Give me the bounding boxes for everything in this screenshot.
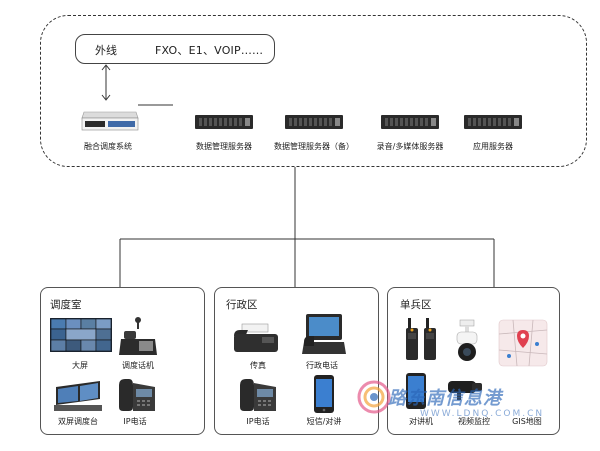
gis-map-icon xyxy=(498,319,548,370)
bullet-camera-icon xyxy=(442,378,484,406)
dual-screen-console-icon xyxy=(54,377,102,417)
data-server-icon xyxy=(195,113,255,137)
walkie-talkie-icon xyxy=(404,318,440,366)
device-label-ip-phone-admin: IP电话 xyxy=(246,417,270,426)
server-label-application: 应用服务器 xyxy=(473,142,513,151)
ip-phone-icon xyxy=(115,377,157,417)
panel-field-unit xyxy=(387,287,560,435)
device-label-walkie-talkie: 对讲机 xyxy=(409,417,433,426)
device-label-ip-phone-dispatch: IP电话 xyxy=(123,417,147,426)
application-server-icon xyxy=(464,113,524,137)
video-phone-icon xyxy=(302,314,346,360)
panel-title-field-unit: 单兵区 xyxy=(400,299,432,311)
data-server-backup-icon xyxy=(285,113,345,137)
fax-icon xyxy=(232,322,280,360)
external-trunk-title: 外线 xyxy=(95,44,117,57)
panel-admin-area xyxy=(214,287,379,435)
surveillance-camera-icon xyxy=(452,319,482,366)
server-label-dispatch: 融合调度系统 xyxy=(84,142,132,151)
device-label-video-phone: 行政电话 xyxy=(306,361,338,370)
panel-title-dispatch-room: 调度室 xyxy=(50,299,82,311)
watermark-url: WWW.LDNQ.COM.CN xyxy=(420,409,545,419)
device-label-video-wall: 大屏 xyxy=(72,361,88,370)
media-server-icon xyxy=(381,113,441,137)
external-trunk-types: FXO、E1、VOIP…… xyxy=(155,44,264,57)
handheld-terminal-icon xyxy=(405,372,427,414)
core-system-container xyxy=(40,15,587,167)
device-label-gis-map: GIS地图 xyxy=(512,417,542,426)
device-label-fax: 传真 xyxy=(250,361,266,370)
device-label-dispatch-phone: 调度话机 xyxy=(122,361,154,370)
dispatch-server-icon xyxy=(78,110,140,138)
watermark-text: 路东南信息港 xyxy=(388,388,502,409)
arrow-down-icon xyxy=(101,94,111,101)
watermark-logo-icon xyxy=(357,380,391,418)
server-label-media: 录音/多媒体服务器 xyxy=(376,142,444,151)
device-label-sms-intercom: 短信/对讲 xyxy=(306,417,342,426)
arrow-up-icon xyxy=(101,64,111,71)
device-label-surveillance: 视频监控 xyxy=(458,417,490,426)
ip-phone-admin-icon xyxy=(236,377,278,417)
device-label-dual-console: 双屏调度台 xyxy=(58,417,98,426)
dispatch-phone-icon xyxy=(118,317,158,361)
external-trunk-box xyxy=(75,34,275,64)
video-wall-icon xyxy=(50,318,112,358)
server-label-data: 数据管理服务器 xyxy=(196,142,252,151)
panel-title-admin-area: 行政区 xyxy=(226,299,258,311)
server-label-data-backup: 数据管理服务器（备） xyxy=(274,142,354,151)
panel-dispatch-room xyxy=(40,287,205,435)
smartphone-icon xyxy=(313,374,335,418)
